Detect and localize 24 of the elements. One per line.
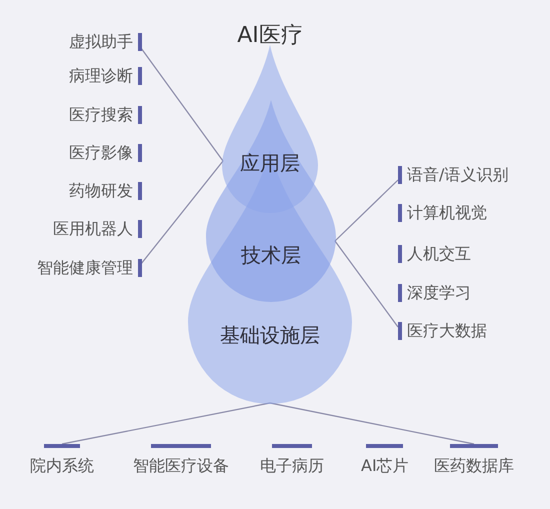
list-item: 医疗大数据	[398, 322, 487, 340]
list-item: 智能医疗设备	[133, 444, 229, 475]
connector-line	[140, 160, 224, 264]
list-item: AI芯片	[361, 444, 409, 475]
list-item: 深度学习	[398, 284, 471, 302]
list-item: 院内系统	[30, 444, 94, 475]
list-item: 医疗搜索	[69, 106, 142, 124]
list-item: 智能健康管理	[37, 259, 142, 277]
list-item: 计算机视觉	[398, 204, 487, 222]
list-item: 药物研发	[69, 182, 142, 200]
connector-line	[270, 402, 474, 445]
list-item: 电子病历	[260, 444, 324, 475]
list-item: 人机交互	[398, 245, 471, 263]
water-drop: 应用层	[222, 45, 318, 213]
list-item: 虚拟助手	[69, 33, 142, 51]
connector-line	[334, 240, 398, 328]
connector-line	[140, 48, 224, 162]
connector-line	[334, 180, 398, 242]
list-item: 医药数据库	[434, 444, 514, 475]
list-item: 病理诊断	[69, 67, 142, 85]
list-item: 医用机器人	[53, 220, 142, 238]
list-item: 医疗影像	[69, 144, 142, 162]
list-item: 语音/语义识别	[398, 166, 508, 184]
connector-line	[62, 402, 270, 445]
